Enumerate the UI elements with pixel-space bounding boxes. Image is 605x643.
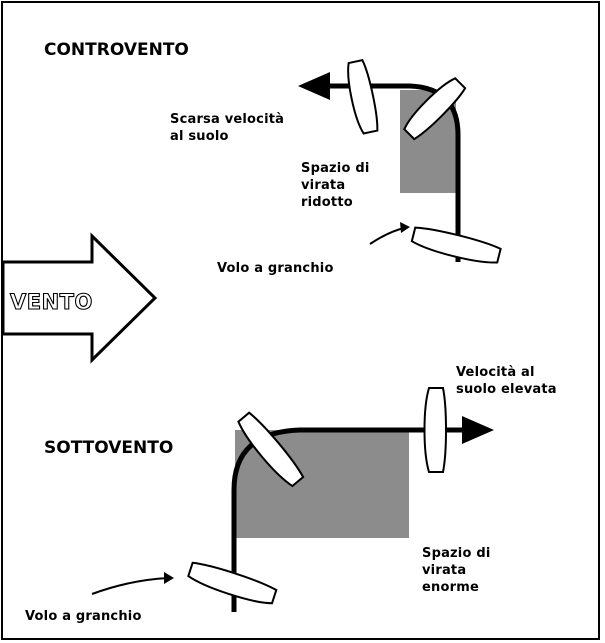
- glider-icon: [410, 226, 502, 264]
- downwind-arrowhead: [462, 416, 494, 444]
- upwind-arrowhead: [298, 72, 330, 100]
- wind-arrow: [1, 232, 158, 364]
- high-ground-speed-label: Velocità al suolo elevata: [456, 365, 557, 397]
- downwind-title: SOTTOVENTO: [44, 438, 174, 458]
- crab-pointer-arrowhead: [164, 572, 174, 584]
- downwind-diagram: [91, 387, 494, 612]
- downwind-flight-path: [231, 427, 466, 612]
- glider-icon: [187, 561, 278, 605]
- glider-icon: [403, 77, 467, 141]
- wind-label: VENTO: [10, 290, 93, 314]
- crab-pointer-arrow: [369, 227, 405, 245]
- crab-flight-label: Volo a granchio: [217, 261, 334, 276]
- crab-flight-label: Volo a granchio: [25, 609, 142, 624]
- low-ground-speed-label: Scarsa velocità al suolo: [170, 112, 285, 144]
- reduced-turn-space-label: Spazio di virata ridotto: [301, 161, 370, 210]
- upwind-diagram: [298, 58, 502, 264]
- glider-icon: [237, 411, 305, 488]
- upwind-title: CONTROVENTO: [44, 40, 189, 60]
- crab-pointer-arrow: [91, 577, 169, 595]
- glider-icon: [347, 58, 379, 135]
- enormous-turn-space-label: Spazio di virata enorme: [422, 546, 491, 595]
- crab-pointer-arrowhead: [400, 222, 410, 233]
- glider-icon: [423, 387, 447, 473]
